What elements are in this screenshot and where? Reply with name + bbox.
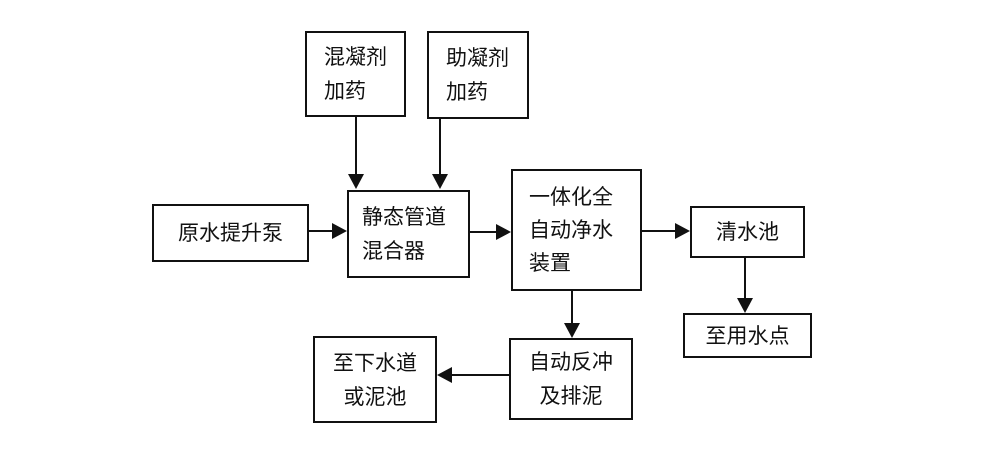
arrow-tank-to-usepoint-arrowhead-icon bbox=[737, 298, 753, 313]
node-water-use-point-label: 至用水点 bbox=[705, 323, 790, 348]
node-sewer-or-sludge-pool-label: 或泥池 bbox=[343, 384, 407, 409]
node-static-pipe-mixer-label: 静态管道 bbox=[362, 205, 446, 229]
node-integrated-purifier: 一体化全 自动净水 装置 bbox=[511, 169, 642, 291]
arrow-purifier-to-backwash-line bbox=[571, 291, 573, 324]
arrow-backwash-to-sewer-arrowhead-icon bbox=[437, 367, 452, 383]
node-sewer-or-sludge-pool-label: 至下水道 bbox=[333, 350, 417, 375]
arrow-coagulant-to-mixer-arrowhead-icon bbox=[348, 174, 364, 189]
node-clear-water-tank-label: 清水池 bbox=[716, 220, 779, 244]
node-coagulant-dosing-label: 混凝剂 bbox=[324, 45, 387, 69]
arrow-mixer-to-purifier-arrowhead-icon bbox=[496, 224, 511, 240]
node-water-use-point: 至用水点 bbox=[683, 313, 812, 358]
node-sewer-or-sludge-pool: 至下水道 或泥池 bbox=[313, 336, 437, 423]
arrow-mixer-to-purifier-line bbox=[470, 231, 497, 233]
arrow-purifier-to-tank-line bbox=[642, 230, 676, 232]
node-raw-water-pump: 原水提升泵 bbox=[152, 204, 309, 262]
arrow-aid-to-mixer-line bbox=[439, 119, 441, 175]
arrow-tank-to-usepoint-line bbox=[744, 258, 746, 299]
arrow-purifier-to-backwash-arrowhead-icon bbox=[564, 323, 580, 338]
node-coagulant-aid-dosing-label: 助凝剂 bbox=[446, 46, 509, 70]
node-integrated-purifier-label: 自动净水 bbox=[529, 217, 613, 242]
node-integrated-purifier-label: 一体化全 bbox=[529, 184, 613, 209]
arrow-pump-to-mixer-arrowhead-icon bbox=[332, 223, 347, 239]
arrow-pump-to-mixer-line bbox=[309, 230, 333, 232]
node-static-pipe-mixer-label: 混合器 bbox=[362, 239, 425, 263]
node-static-pipe-mixer: 静态管道 混合器 bbox=[347, 190, 470, 278]
node-raw-water-pump-label: 原水提升泵 bbox=[178, 221, 283, 245]
node-auto-backwash-sludge: 自动反冲 及排泥 bbox=[509, 338, 633, 420]
node-coagulant-dosing: 混凝剂 加药 bbox=[305, 31, 406, 117]
arrow-coagulant-to-mixer-line bbox=[355, 117, 357, 175]
arrow-backwash-to-sewer-line bbox=[451, 374, 509, 376]
node-integrated-purifier-label: 装置 bbox=[529, 250, 571, 275]
node-clear-water-tank: 清水池 bbox=[690, 206, 805, 258]
arrow-purifier-to-tank-arrowhead-icon bbox=[675, 223, 690, 239]
node-auto-backwash-sludge-label: 及排泥 bbox=[539, 384, 603, 408]
arrow-aid-to-mixer-arrowhead-icon bbox=[432, 174, 448, 189]
node-auto-backwash-sludge-label: 自动反冲 bbox=[529, 350, 613, 374]
node-coagulant-aid-dosing-label: 加药 bbox=[446, 80, 488, 104]
node-coagulant-aid-dosing: 助凝剂 加药 bbox=[427, 31, 529, 119]
node-coagulant-dosing-label: 加药 bbox=[324, 79, 366, 103]
